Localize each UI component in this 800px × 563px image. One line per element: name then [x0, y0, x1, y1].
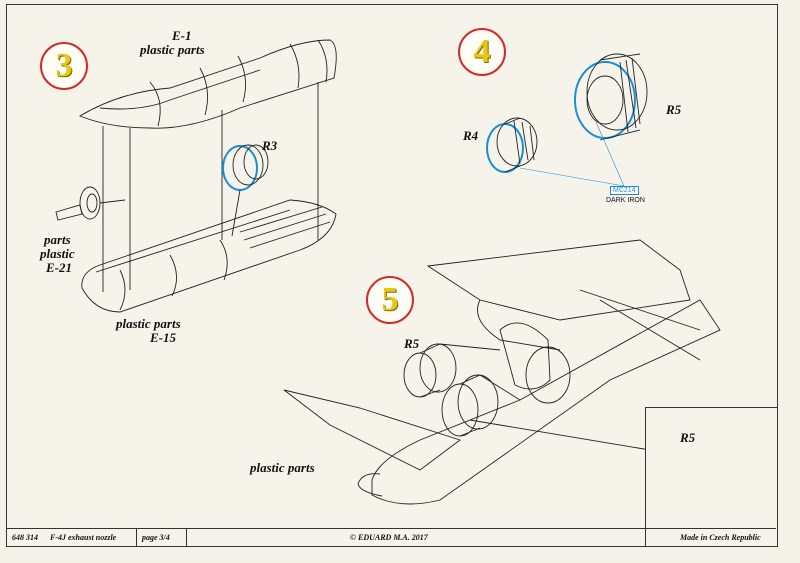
footer-bar: 648 314 F-4J exhaust nozzle page 3/4 © E…: [6, 528, 776, 546]
aircraft-tail-drawing: [283, 239, 721, 505]
label-r5-step4: R5: [666, 102, 682, 117]
label-e15-text: plastic parts: [116, 316, 181, 331]
footer-divider: [186, 529, 187, 546]
footer-page: page 3/4: [142, 533, 170, 542]
footer-divider: [136, 529, 137, 546]
part-r4-drawing: [486, 117, 538, 173]
part-e21-drawing: [55, 186, 126, 221]
detail-inset: [645, 407, 777, 546]
label-r5-step5: R5: [404, 336, 420, 351]
step-4-badge: 4: [458, 28, 506, 76]
part-r3-drawing: [222, 144, 269, 237]
step-3-badge: 3: [40, 42, 88, 90]
label-e1-text: plastic parts: [140, 42, 205, 57]
footer-made: Made in Czech Republic: [680, 533, 761, 542]
label-e21-code: E-21: [46, 260, 72, 275]
label-r4: R4: [463, 128, 479, 143]
part-r5-step5-drawing: [403, 343, 651, 451]
label-e15-code: E-15: [150, 330, 176, 345]
footer-title: F-4J exhaust nozzle: [50, 533, 117, 542]
part-e15-drawing: [81, 199, 337, 313]
part-e1-drawing: [78, 39, 337, 129]
label-r5-inset: R5: [680, 430, 696, 445]
paint-code-mc214: MC214: [610, 186, 639, 195]
label-r3: R3: [262, 138, 278, 153]
footer-copyright: © EDUARD M.A. 2017: [350, 533, 428, 542]
label-e21-plastic: plastic: [40, 246, 75, 261]
label-plastic-parts-step5: plastic parts: [250, 460, 315, 475]
paint-name: DARK IRON: [606, 197, 645, 204]
label-e1-code: E-1: [172, 28, 192, 43]
step-5-badge: 5: [366, 276, 414, 324]
part-r5-drawing: [574, 53, 648, 141]
label-e21-parts: parts: [44, 232, 71, 247]
footer-code: 648 314: [12, 533, 38, 542]
